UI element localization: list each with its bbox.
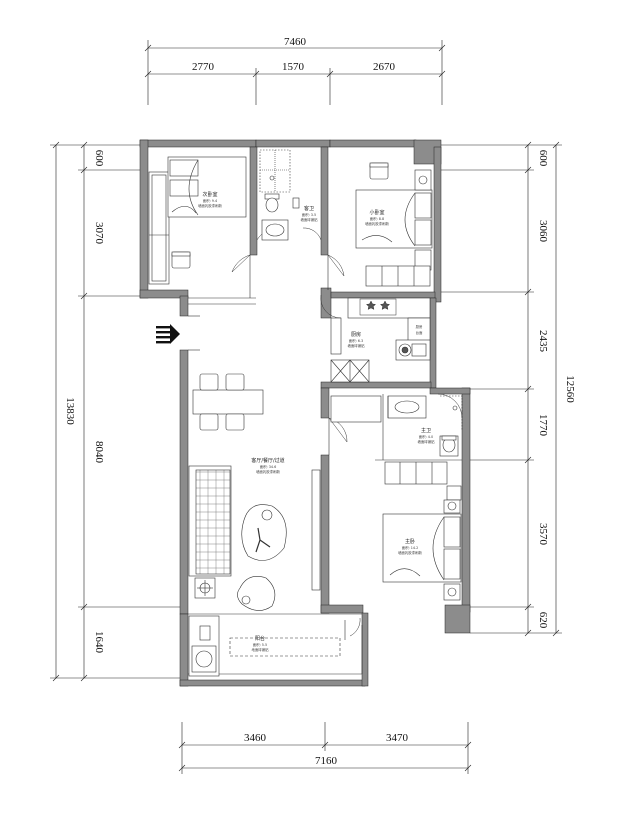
left-dimensions	[50, 141, 180, 682]
kitchen-label: 厨房	[351, 331, 361, 338]
small-bedroom-bed	[355, 169, 433, 271]
right-dim-1: 600	[537, 150, 549, 167]
right-dim-2: 3060	[537, 220, 549, 243]
right-dim-3: 2435	[537, 330, 549, 353]
secondary-bedroom-area: 面积: 9.4	[203, 198, 217, 203]
small-bedroom-area: 面积: 8.8	[370, 216, 384, 221]
right-total-dim: 12560	[564, 375, 576, 403]
top-dim-2: 1570	[282, 61, 305, 73]
top-dim-3: 2670	[373, 61, 396, 73]
master-bedroom-wardrobe	[384, 461, 462, 501]
living-side-table	[194, 577, 216, 599]
kitchen-area: 面积: 6.3	[349, 338, 363, 343]
balcony-fixtures	[188, 615, 341, 677]
left-dim-1: 600	[93, 150, 105, 167]
guest-bathroom-area: 面积: 3.5	[302, 212, 316, 217]
bottom-dimensions	[178, 722, 472, 774]
kitchen-sink-icon	[395, 339, 431, 361]
walls	[139, 139, 471, 687]
secondary-bedroom-label: 次卧室	[202, 191, 217, 198]
bottom-dim-2: 3470	[386, 732, 409, 744]
small-bedroom-desk	[365, 265, 431, 287]
master-bathroom-fixtures	[330, 395, 463, 457]
balcony-label: 阳台	[255, 635, 265, 642]
top-total-dim: 7460	[284, 36, 307, 48]
guest-bathroom-fixtures	[259, 149, 300, 241]
bottom-dim-1: 3460	[244, 732, 267, 744]
right-dim-6: 620	[537, 612, 549, 629]
balcony-note: 地面砖铺贴	[252, 647, 270, 652]
kitchen-counter-note: 台面	[416, 330, 423, 335]
master-bathroom-label: 主卫	[421, 427, 431, 434]
balcony-area: 面积: 5.5	[253, 642, 267, 647]
kitchen-counter-label: 厨房	[416, 324, 423, 329]
entrance-arrow-icon	[156, 324, 180, 344]
left-dim-4: 1640	[93, 631, 105, 654]
living-dining-area: 面积: 34.6	[260, 464, 277, 469]
living-dining-label: 客厅/餐厅/过道	[251, 457, 284, 464]
dining-table	[192, 373, 264, 431]
top-dim-1: 2770	[192, 61, 215, 73]
left-dim-3: 8040	[93, 441, 105, 464]
master-bedroom-bed	[382, 499, 462, 601]
living-sofa	[188, 465, 232, 577]
left-total-dim: 13830	[64, 397, 76, 425]
right-dimensions	[440, 141, 562, 637]
guest-bathroom-note: 墙面砖铺贴	[301, 217, 319, 222]
master-bedroom-note: 墙面乳胶漆刷新	[398, 550, 422, 555]
master-bathroom-note: 墙面砖铺贴	[418, 439, 436, 444]
secondary-bedroom-wardrobe	[148, 171, 170, 285]
master-bedroom-area: 面积: 14.2	[402, 545, 419, 550]
secondary-bedroom-note: 墙面乳胶漆刷新	[198, 203, 222, 208]
bottom-total-dim: 7160	[315, 755, 338, 767]
top-dimensions	[144, 40, 446, 105]
right-dim-4: 1770	[537, 414, 549, 437]
small-bedroom-chair	[369, 162, 389, 180]
kitchen-note: 墙面砖铺贴	[348, 343, 366, 348]
refrigerator-icon	[330, 359, 370, 383]
small-bedroom-label: 小卧室	[369, 209, 384, 216]
small-bedroom-note: 墙面乳胶漆刷新	[365, 221, 389, 226]
left-dim-2: 3070	[93, 222, 105, 245]
living-dining-note: 墙面乳胶漆刷新	[256, 469, 280, 474]
master-bathroom-area: 面积: 4.0	[419, 434, 433, 439]
right-dim-5: 3570	[537, 523, 549, 546]
guest-bathroom-label: 客卫	[304, 205, 314, 212]
master-bedroom-label: 主卧	[405, 538, 415, 545]
secondary-bedroom-chair	[171, 251, 191, 269]
stove-icon	[359, 298, 397, 316]
living-lounge-chairs	[237, 504, 287, 611]
secondary-bedroom-bed	[167, 156, 247, 218]
